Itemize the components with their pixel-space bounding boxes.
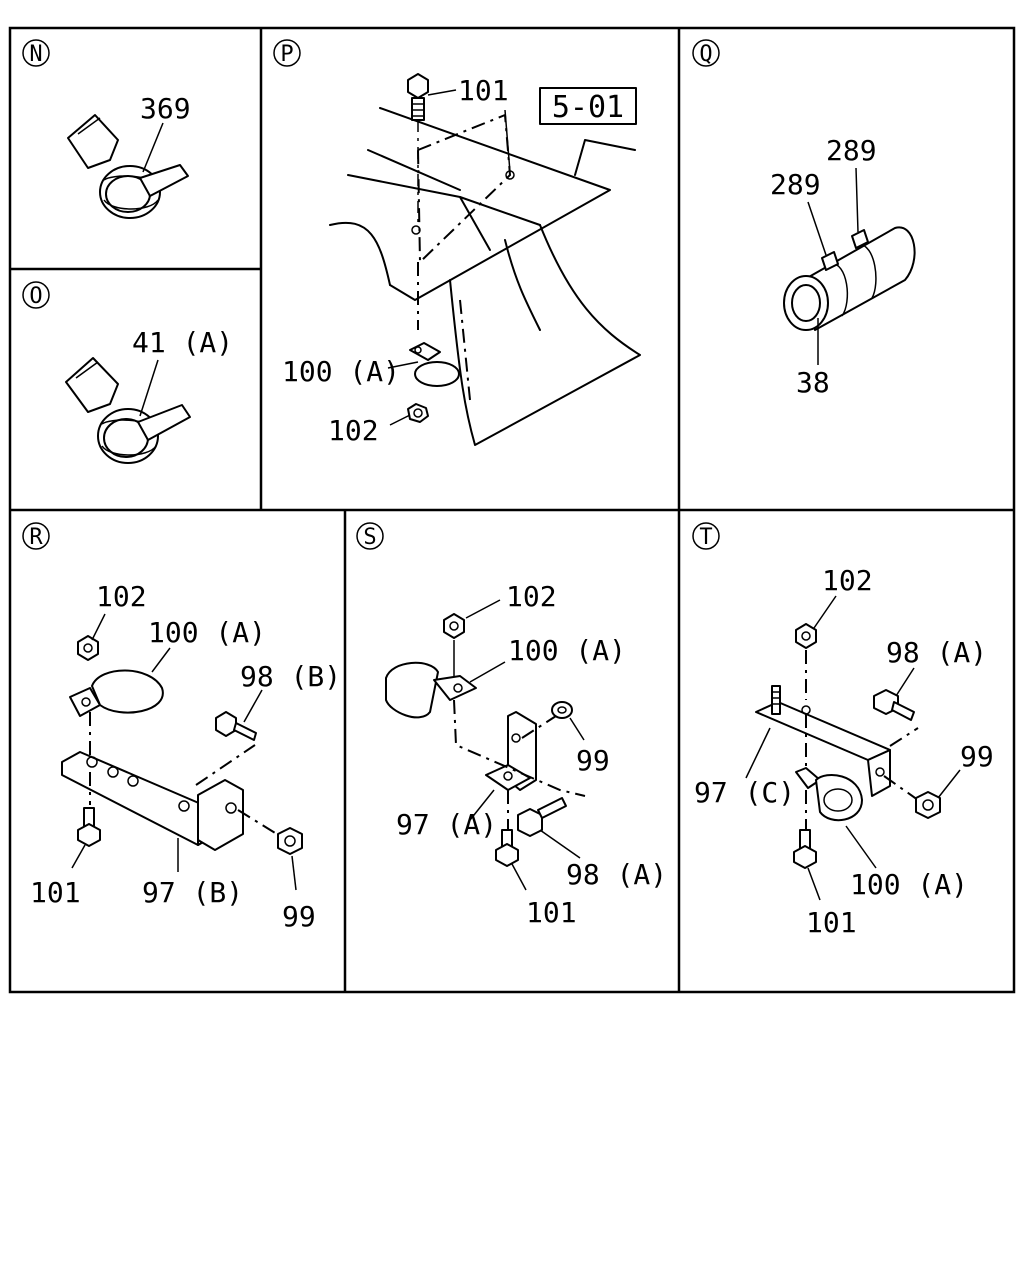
panel-s: S 102 100 (A) 99 [356,522,667,929]
callout-97-a: 97 (A) [396,808,497,841]
panel-letter: P [280,42,293,67]
callout-102: 102 [96,580,147,613]
reference-box: 5-01 [552,90,624,125]
callout-289: 289 [770,168,821,201]
panel-r: R 102 100 (A) [22,522,341,933]
panel-letter: N [29,42,42,67]
panel-t: T 102 98 (A) [692,522,994,939]
nut-part [443,613,465,639]
bolt-part [77,807,101,847]
panel-q: Q 289 289 38 [692,39,916,399]
callout-98-a: 98 (A) [566,858,667,891]
nut-part [277,827,303,855]
bracket-part [61,751,244,851]
callout-98-b: 98 (B) [240,660,341,693]
hose-fitting-part [783,226,916,331]
clip-part [795,767,863,821]
callout-100-a: 100 (A) [148,616,266,649]
bracket-part [755,685,891,797]
bolt-part [517,797,567,837]
panel-letter: T [699,525,712,550]
callout-99: 99 [576,744,610,777]
nut-part [77,635,99,661]
callout-99: 99 [282,900,316,933]
frame-rail [329,107,641,446]
callout-101: 101 [458,74,509,107]
nut-part [915,791,941,819]
callout-102: 102 [328,414,379,447]
callout-100-a: 100 (A) [850,868,968,901]
callout-100-a: 100 (A) [282,355,400,388]
bolt-part [215,711,257,741]
panel-n: N 369 [22,39,191,219]
nut-part [407,403,429,423]
hose-clamp-part [65,357,191,464]
callout-99: 99 [960,740,994,773]
bolt-part [495,829,519,867]
callout-289: 289 [826,134,877,167]
panel-letter: R [29,525,43,550]
callout-102: 102 [822,564,873,597]
callout-100-a: 100 (A) [508,634,626,667]
clip-part [409,342,460,387]
washer-part [551,701,573,719]
callout-101: 101 [526,896,577,929]
callout-97-b: 97 (B) [142,876,243,909]
callout-38: 38 [796,366,830,399]
callout-41-a: 41 (A) [132,326,233,359]
panel-letter: O [29,284,42,309]
panel-letter: S [363,525,376,550]
callout-101: 101 [30,876,81,909]
hose-clamp-part [67,114,189,219]
bolt-part [793,829,817,869]
bolt-part [407,73,429,121]
panel-o: O 41 (A) [22,281,233,464]
bracket-part [485,711,537,791]
panel-letter: Q [699,42,712,67]
callout-101: 101 [806,906,857,939]
clip-part [385,661,477,719]
callout-369: 369 [140,92,191,125]
panel-grid [8,26,1016,994]
callout-98-a: 98 (A) [886,636,987,669]
panel-p: P 101 5-01 [273,39,641,447]
bolt-part [873,689,915,721]
nut-part [795,623,817,649]
callout-102: 102 [506,580,557,613]
clip-part [69,669,164,717]
callout-97-c: 97 (C) [694,776,795,809]
